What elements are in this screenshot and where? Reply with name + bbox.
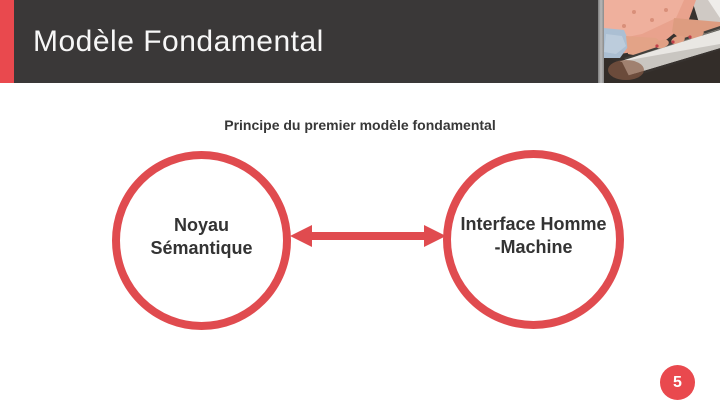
node-label-line2: -Machine xyxy=(494,236,573,257)
typing-hands-photo xyxy=(604,0,720,83)
node-interface-homme-machine: Interface Homme -Machine xyxy=(443,150,624,329)
header-photo-divider xyxy=(598,0,604,83)
slide-subtitle: Principe du premier modèle fondamental xyxy=(224,117,496,133)
node-interface-homme-machine-label: Interface Homme -Machine xyxy=(460,213,606,259)
node-label-line2: Sémantique xyxy=(150,237,253,258)
double-headed-arrow xyxy=(290,225,446,247)
page-number: 5 xyxy=(673,373,682,391)
node-label-line1: Noyau xyxy=(173,214,229,235)
node-noyau-semantique-label: Noyau Sémantique xyxy=(150,214,252,260)
left-accent-stripe xyxy=(0,0,14,83)
typing-hands-photo-illustration xyxy=(604,0,720,83)
page-number-badge: 5 xyxy=(660,365,695,400)
slide-title: Modèle Fondamental xyxy=(33,24,324,58)
node-label-line1: Interface Homme xyxy=(460,213,607,234)
slide-header: Modèle Fondamental xyxy=(14,0,598,83)
node-noyau-semantique: Noyau Sémantique xyxy=(112,151,291,330)
